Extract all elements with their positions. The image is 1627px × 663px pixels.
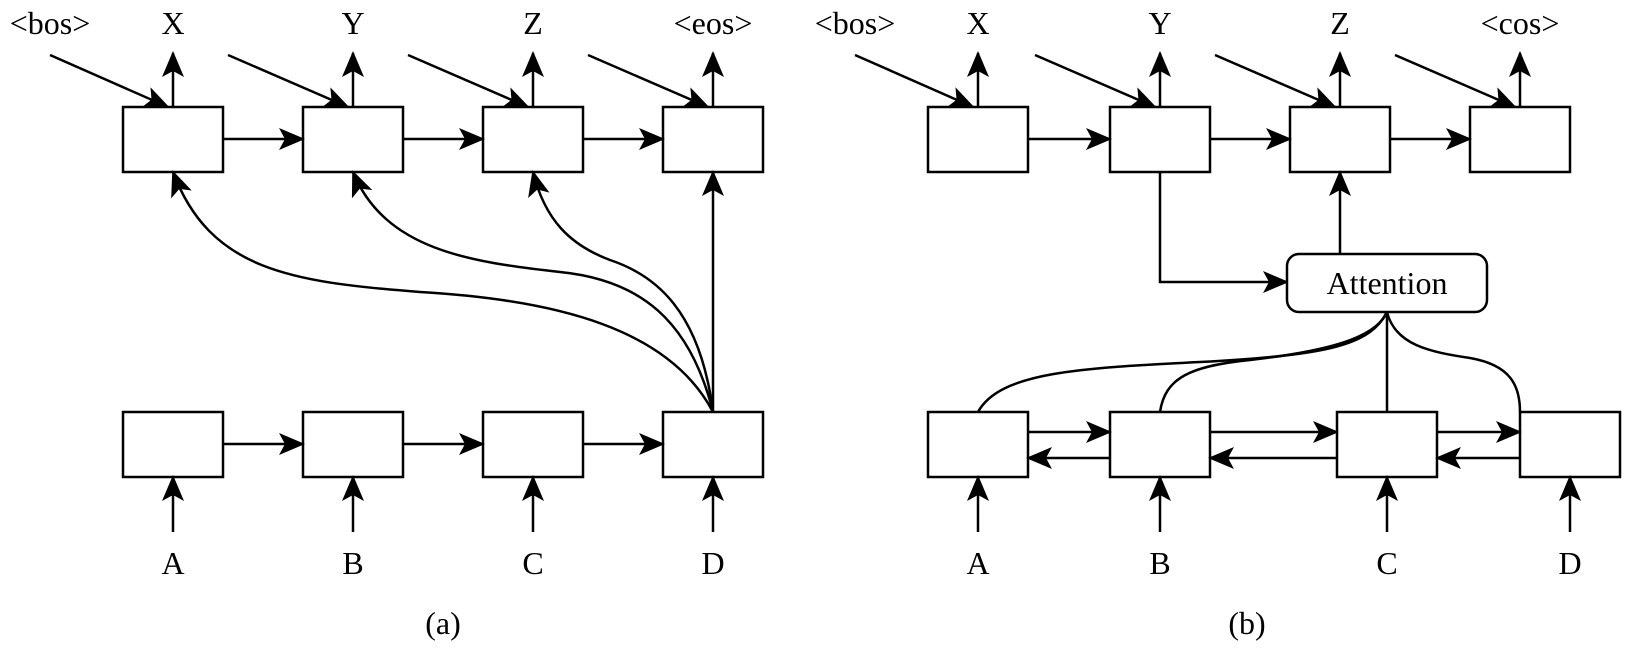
a-decoder-cell-3 (481, 105, 585, 174)
a-caption: (a) (425, 605, 461, 641)
b-token-z: Z (1330, 5, 1350, 41)
b-encoder-cell-3 (1335, 410, 1439, 479)
b-caption: (b) (1228, 605, 1265, 641)
b-encoder-cell-1 (926, 410, 1030, 479)
b-feed-arrow-2 (1034, 53, 1157, 109)
a-context-arrow-2 (351, 170, 715, 413)
a-decoder-cell-4 (661, 105, 765, 174)
a-feed-arrow-4 (587, 53, 710, 109)
a-encoder-cell-1 (121, 410, 225, 479)
a-decoder-cell-2 (301, 105, 405, 174)
a-input-a: A (161, 545, 184, 581)
a-feed-arrow-2 (227, 53, 350, 109)
b-attention-link-1 (976, 311, 1389, 413)
b-token-x: X (966, 5, 989, 41)
b-input-d: D (1558, 545, 1581, 581)
b-decoder-cell-3 (1288, 105, 1392, 174)
b-input-b: B (1149, 545, 1170, 581)
b-encoder-cell-4 (1518, 410, 1622, 479)
a-token-x: X (161, 5, 184, 41)
diagram-a: <bos> X Y Z <eos> (10, 5, 765, 641)
a-input-d: D (701, 545, 724, 581)
b-token-cos: <cos> (1481, 5, 1560, 41)
b-decoder-cell-1 (926, 105, 1030, 174)
a-encoder-cell-4 (661, 410, 765, 479)
a-context-arrow-3 (528, 170, 715, 413)
b-feed-arrow-4 (1394, 53, 1517, 109)
a-encoder-cell-2 (301, 410, 405, 479)
b-query-arrow (1158, 172, 1289, 293)
b-token-bos: <bos> (815, 5, 896, 41)
a-feed-arrow-1 (49, 53, 170, 109)
b-input-c: C (1376, 545, 1397, 581)
diagram-b: <bos> X Y Z <cos> Attention (815, 5, 1622, 641)
b-input-a: A (966, 545, 989, 581)
a-token-eos: <eos> (674, 5, 753, 41)
b-attention-link-2 (1158, 311, 1389, 413)
a-feed-arrow-3 (407, 53, 530, 109)
b-token-y: Y (1148, 5, 1171, 41)
b-attention-link-4 (1385, 311, 1522, 413)
b-feed-arrow-3 (1214, 53, 1337, 109)
a-token-z: Z (523, 5, 543, 41)
b-feed-arrow-1 (854, 53, 975, 109)
a-decoder-cell-1 (121, 105, 225, 174)
a-input-b: B (342, 545, 363, 581)
b-decoder-cell-4 (1468, 105, 1572, 174)
a-token-y: Y (341, 5, 364, 41)
b-decoder-cell-2 (1108, 105, 1212, 174)
a-context-arrow-1 (171, 170, 715, 413)
attention-label: Attention (1327, 265, 1448, 301)
a-token-bos: <bos> (10, 5, 91, 41)
a-input-c: C (522, 545, 543, 581)
a-encoder-cell-3 (481, 410, 585, 479)
b-encoder-cell-2 (1108, 410, 1212, 479)
